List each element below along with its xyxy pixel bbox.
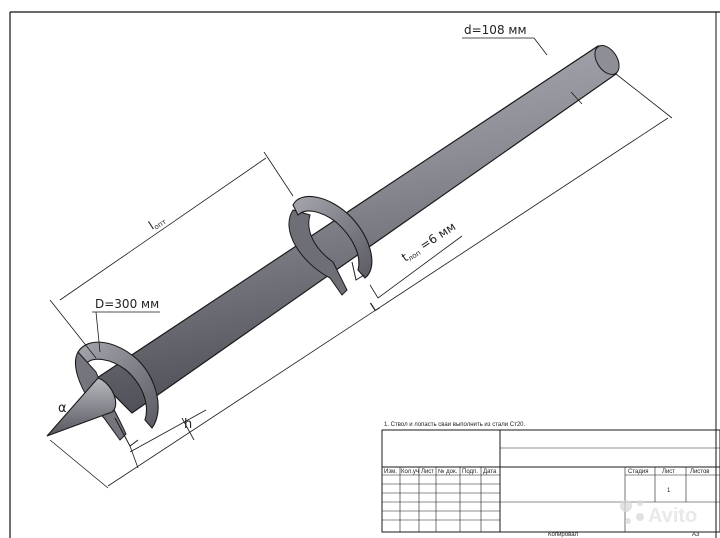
screw-pile	[46, 45, 620, 447]
header-stage: Стадия	[628, 469, 648, 475]
shaft-diameter-label: d=108 мм	[464, 23, 527, 37]
title-block-headers: Изм. Кол.уч Лист № док. Подп. Дата	[384, 468, 497, 475]
format-label: А3	[692, 532, 700, 538]
sheet-frame	[9, 11, 720, 538]
tip-height-label: h	[184, 417, 192, 432]
copied-label: Копировал	[548, 532, 579, 538]
header-doc: № док.	[438, 468, 458, 475]
blade-thickness-label: tлоп =6 мм	[399, 219, 459, 265]
tip-angle-label: α	[58, 401, 67, 416]
stage-headers: Стадия Лист Листов 1	[628, 469, 710, 494]
header-kol-uch: Кол.уч	[401, 469, 419, 475]
header-list: Лист	[421, 469, 434, 475]
upper-blade	[288, 196, 373, 296]
header-podp: Подп.	[462, 469, 478, 475]
shaft-top-end	[594, 45, 620, 75]
material-note: 1. Ствол и лопасть сваи выполнить из ста…	[384, 422, 525, 428]
blade-diameter-label: D=300 мм	[95, 297, 159, 311]
title-block: 1. Ствол и лопасть сваи выполнить из ста…	[381, 422, 720, 538]
avito-watermark-text: Avito	[648, 505, 697, 527]
dimensions	[49, 37, 673, 489]
sheet-number: 1	[667, 488, 671, 494]
header-sheets: Листов	[690, 469, 710, 475]
avito-logo-icon	[620, 500, 644, 524]
header-izm: Изм.	[384, 469, 397, 475]
header-data: Дата	[483, 469, 497, 475]
header-sheet: Лист	[662, 469, 675, 475]
pile-tip-cone	[46, 377, 117, 437]
blade-spacing-label: lопт	[146, 212, 168, 233]
avito-watermark: Avito	[620, 500, 697, 527]
